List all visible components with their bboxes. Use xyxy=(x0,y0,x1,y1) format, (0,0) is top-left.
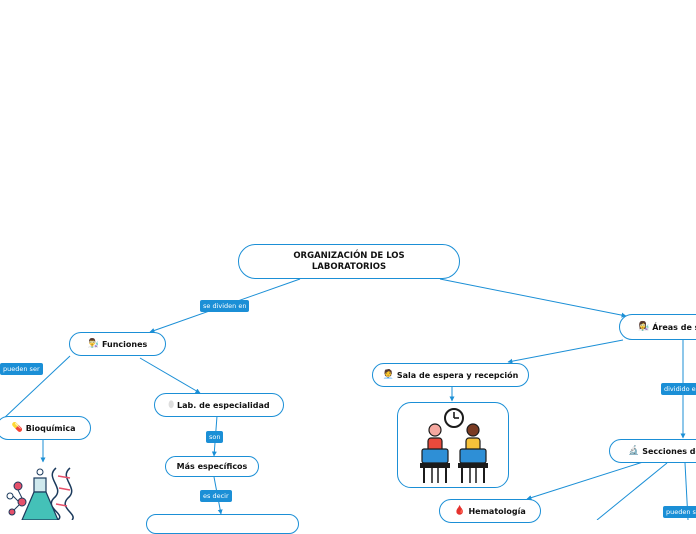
node-funciones-label: Funciones xyxy=(102,340,147,349)
node-mas-especificos[interactable]: Más específicos xyxy=(165,456,259,477)
egg-icon: ⬮ xyxy=(168,401,174,410)
node-sala-espera-label: Sala de espera y recepción xyxy=(397,371,518,380)
relation-tag-dividido-en: dividido e xyxy=(661,383,696,395)
relation-tag-son: son xyxy=(206,431,223,443)
node-mas-especificos-label: Más específicos xyxy=(177,462,248,471)
chemistry-flask-icon xyxy=(4,466,80,520)
waiting-room-image xyxy=(397,402,509,488)
link-secciones-hematologia xyxy=(527,462,643,499)
link-funciones-especialidad xyxy=(140,358,200,393)
link-root-areas xyxy=(440,279,626,316)
node-especialidad-label: Lab. de especialidad xyxy=(177,401,270,410)
node-secciones-label: Secciones de xyxy=(642,447,696,456)
blood-drop-icon: 🩸 xyxy=(454,507,465,516)
microscope-icon: 🔬 xyxy=(628,447,639,456)
link-areas-sala xyxy=(508,340,623,362)
pill-icon: 💊 xyxy=(12,424,23,433)
node-sala-espera[interactable]: 🧑‍💼 Sala de espera y recepción xyxy=(372,363,529,387)
person-at-desk-icon: 🧑‍💼 xyxy=(383,371,394,380)
node-hematologia[interactable]: 🩸 Hematología xyxy=(439,499,541,523)
node-hematologia-label: Hematología xyxy=(468,507,525,516)
waiting-room-icon xyxy=(398,403,508,487)
scientist-icon: 👨‍🔬 xyxy=(88,340,99,349)
relation-tag-se-dividen-en: se dividen en xyxy=(200,300,249,312)
link-secciones-lower xyxy=(597,463,667,520)
person-icon: 👩‍🔬 xyxy=(638,323,649,332)
root-title: ORGANIZACIÓN DE LOS LABORATORIOS xyxy=(279,251,419,273)
node-areas[interactable]: 👩‍🔬 Áreas de s xyxy=(619,314,696,340)
mind-map-canvas: ORGANIZACIÓN DE LOS LABORATORIOS se divi… xyxy=(0,0,696,520)
relation-tag-es-decir: es decir xyxy=(200,490,232,502)
relation-tag-pueden-ser-right: pueden s xyxy=(663,506,696,518)
node-bioquimica-label: Bioquímica xyxy=(26,424,76,433)
node-funciones[interactable]: 👨‍🔬 Funciones xyxy=(69,332,166,356)
node-partial-bottom[interactable] xyxy=(146,514,299,534)
node-bioquimica[interactable]: 💊 Bioquímica xyxy=(0,416,91,440)
node-areas-label: Áreas de s xyxy=(652,323,696,332)
node-secciones[interactable]: 🔬 Secciones de xyxy=(609,439,696,463)
node-especialidad[interactable]: ⬮ Lab. de especialidad xyxy=(154,393,284,417)
relation-tag-pueden-ser: pueden ser xyxy=(0,363,43,375)
root-node[interactable]: ORGANIZACIÓN DE LOS LABORATORIOS xyxy=(238,244,460,279)
